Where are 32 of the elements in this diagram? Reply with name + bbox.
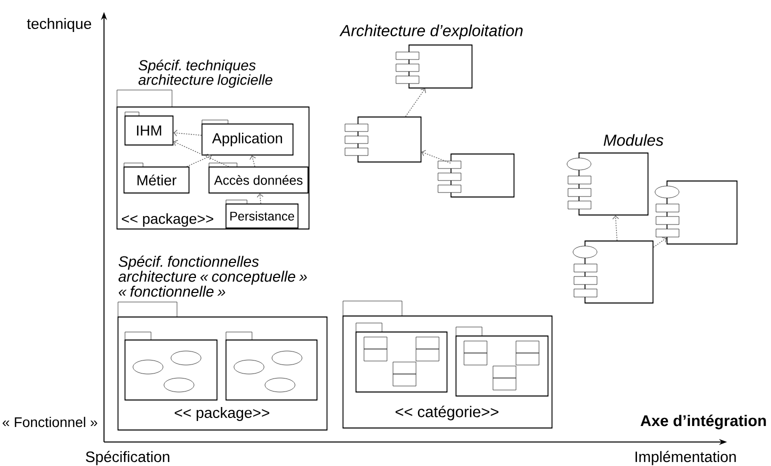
dependency-arrow — [173, 130, 202, 136]
module-symbol — [572, 240, 654, 304]
package-box: IHM — [124, 112, 174, 146]
axis-label: Implémentation — [636, 450, 736, 466]
package-heading: Spécif. techniques architecture logicielle — [138, 60, 272, 88]
package-box: Application — [202, 120, 294, 156]
dependency-arrow — [256, 193, 264, 204]
dependency-arrow — [405, 88, 426, 117]
axis-label: Axe d’intégration — [640, 414, 766, 430]
dependency-arrow — [612, 215, 620, 241]
component-symbol — [344, 116, 422, 162]
module-symbol — [654, 180, 738, 244]
dependency-arrow — [421, 150, 451, 164]
package-box: Persistance — [226, 200, 298, 228]
dependency-arrow — [173, 140, 230, 167]
component-symbol — [438, 154, 514, 198]
package-box — [124, 332, 218, 400]
axis-label: Spécification — [86, 450, 170, 466]
module-symbol — [566, 152, 648, 216]
package-box — [456, 326, 548, 396]
package-box — [356, 322, 448, 392]
dependency-arrow — [250, 155, 256, 167]
package-box: Accès données — [208, 162, 308, 194]
axis-label: technique — [26, 18, 92, 32]
package-box — [226, 332, 318, 400]
axis-label: « Fonctionnel » — [2, 416, 98, 428]
package-heading: Spécif. fonctionnelles architecture « conceptuelle » « fonctionnelle » — [118, 256, 307, 297]
dependency-arrow — [653, 237, 667, 248]
group-heading: Modules — [604, 134, 664, 146]
dependency-arrow — [186, 154, 212, 167]
component-symbol — [396, 44, 472, 88]
package-box: Métier — [124, 162, 190, 194]
